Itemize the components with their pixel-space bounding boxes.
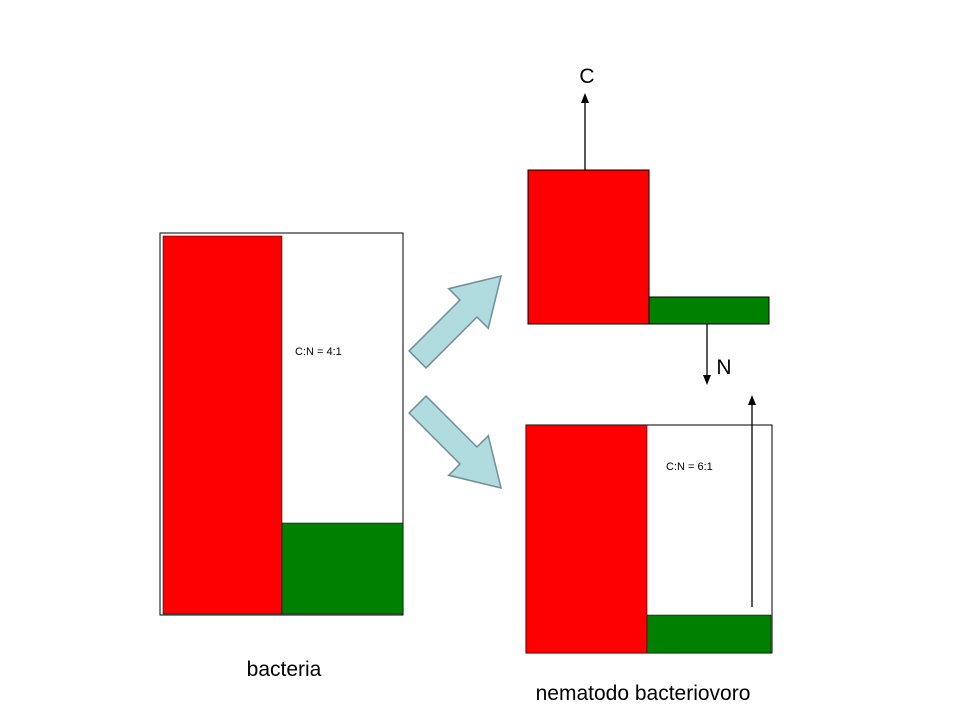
nematode-ratio-label: C:N = 6:1 [666,461,713,473]
excretion-box [527,169,770,325]
nematode-nitrogen-bar [646,614,772,654]
bacteria-carbon-bar [162,235,283,615]
excreted-carbon-bar [527,169,650,325]
bacteria-nitrogen-bar [281,522,404,615]
bacteria-box: C:N = 4:1 [159,232,404,616]
bacteria-caption: bacteria [247,658,322,681]
flow-arrow-up [408,274,503,369]
nematode-box: C:N = 6:1 [525,395,773,654]
nematode-carbon-bar [525,424,648,654]
flow-arrow-down [408,395,503,490]
carbon-label: C [579,65,594,88]
nitrogen-label: N [716,356,731,379]
excreted-nitrogen-bar [648,296,770,325]
nematode-caption: nematodo bacteriovoro [536,682,751,705]
bacteria-ratio-label: C:N = 4:1 [295,346,342,358]
